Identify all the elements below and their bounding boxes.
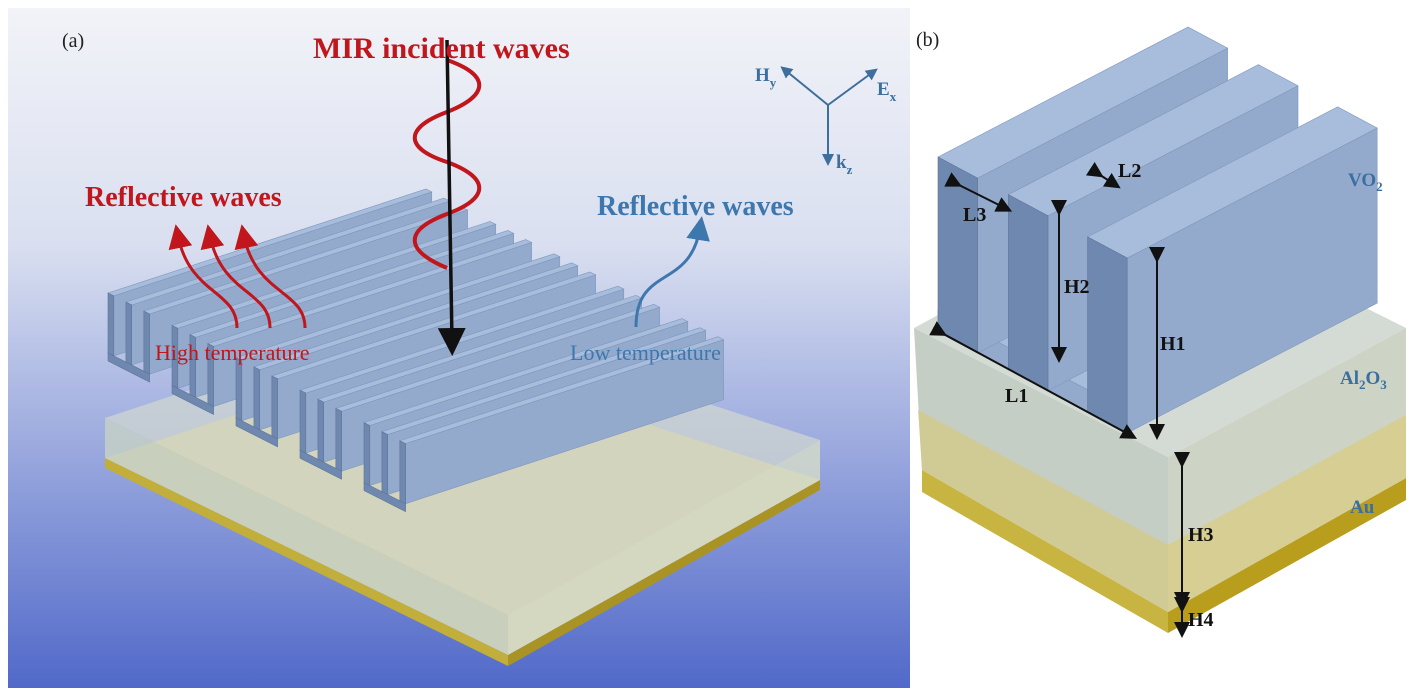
- vo2-fin-end: [107, 292, 115, 357]
- vo2-cell-base-front: [171, 384, 214, 415]
- dim-l2-label: L2: [1118, 160, 1141, 182]
- vo2-fin-end: [1008, 194, 1049, 392]
- vo2-fin-end: [363, 422, 371, 487]
- cold-reflective-label: Reflective waves: [597, 191, 794, 222]
- panel-b: (b) VO2 Al2O3 Au L1 L2 L3 H1 H2 H3 H4: [914, 26, 1406, 638]
- vo2-fin-end: [299, 389, 307, 454]
- vo2-cell-base-front: [235, 417, 278, 448]
- panel-a-tag: (a): [62, 30, 84, 52]
- dim-h2-label: H2: [1064, 276, 1090, 298]
- hot-reflective-wave-1: [168, 224, 239, 329]
- axis-k-label: kz: [836, 152, 853, 177]
- label-au: Au: [1350, 497, 1375, 518]
- b-alumina-front-right-gold: [1168, 415, 1406, 612]
- high-temperature-label: High temperature: [155, 340, 310, 365]
- vo2-fin-end: [235, 357, 243, 422]
- vo2-fin-end: [335, 407, 342, 472]
- vo2-fin-end: [271, 375, 278, 440]
- vo2-cell-base-front: [299, 449, 342, 480]
- dim-l1-label: L1: [1005, 385, 1028, 407]
- dim-h3-label: H3: [1188, 524, 1214, 546]
- vo2-grating-array: [107, 188, 725, 513]
- vo2-fin-end: [937, 156, 978, 354]
- panel-b-tag: (b): [916, 29, 939, 51]
- hot-reflective-wave-2: [200, 224, 272, 329]
- field-axes: [780, 66, 878, 166]
- dim-l1-line: [929, 321, 1138, 439]
- gold-layer-front-right: [508, 480, 820, 666]
- b-gold-front-right: [1168, 478, 1406, 633]
- label-vo2: VO2: [1348, 170, 1383, 194]
- dimension-arrows: [929, 161, 1190, 638]
- cold-reflective-wave: [634, 216, 710, 328]
- hot-reflective-label: Reflective waves: [85, 182, 282, 213]
- vo2-fin-end: [317, 398, 324, 463]
- incident-wave-sine: [413, 58, 481, 270]
- hot-reflective-wave-3: [234, 224, 307, 329]
- dim-h1-label: H1: [1160, 333, 1186, 355]
- alumina-layer-front-right: [508, 440, 820, 655]
- panel-a: (a) MIR incident waves Reflective waves …: [8, 8, 910, 688]
- dim-l3-label: L3: [963, 204, 986, 226]
- vo2-cell-base-front: [363, 482, 406, 513]
- vo2-fin-end: [1087, 236, 1128, 434]
- incident-wave-arrow: [437, 39, 466, 356]
- incident-waves-label: MIR incident waves: [313, 32, 570, 65]
- low-temperature-label: Low temperature: [570, 340, 721, 365]
- b-gold-front-left: [922, 470, 1168, 633]
- gold-layer-front-left: [105, 458, 508, 666]
- vo2-cell-base-front: [107, 352, 150, 383]
- vo2-fin-end: [399, 440, 406, 505]
- vo2-fin-end: [143, 310, 150, 375]
- axis-e-label: Ex: [877, 79, 897, 104]
- dim-l3-line: [944, 172, 1013, 212]
- vo2-fin-end: [381, 431, 388, 496]
- vo2-fin-end: [125, 301, 132, 366]
- dim-l2-line: [1085, 161, 1121, 189]
- axis-h-label: Hy: [755, 65, 777, 90]
- label-al2o3: Al2O3: [1340, 368, 1387, 392]
- dim-h4-label: H4: [1188, 609, 1214, 631]
- vo2-fin-end: [253, 366, 260, 431]
- alumina-layer-front-left: [105, 418, 508, 655]
- b-alumina-front-left-gold: [918, 410, 1168, 612]
